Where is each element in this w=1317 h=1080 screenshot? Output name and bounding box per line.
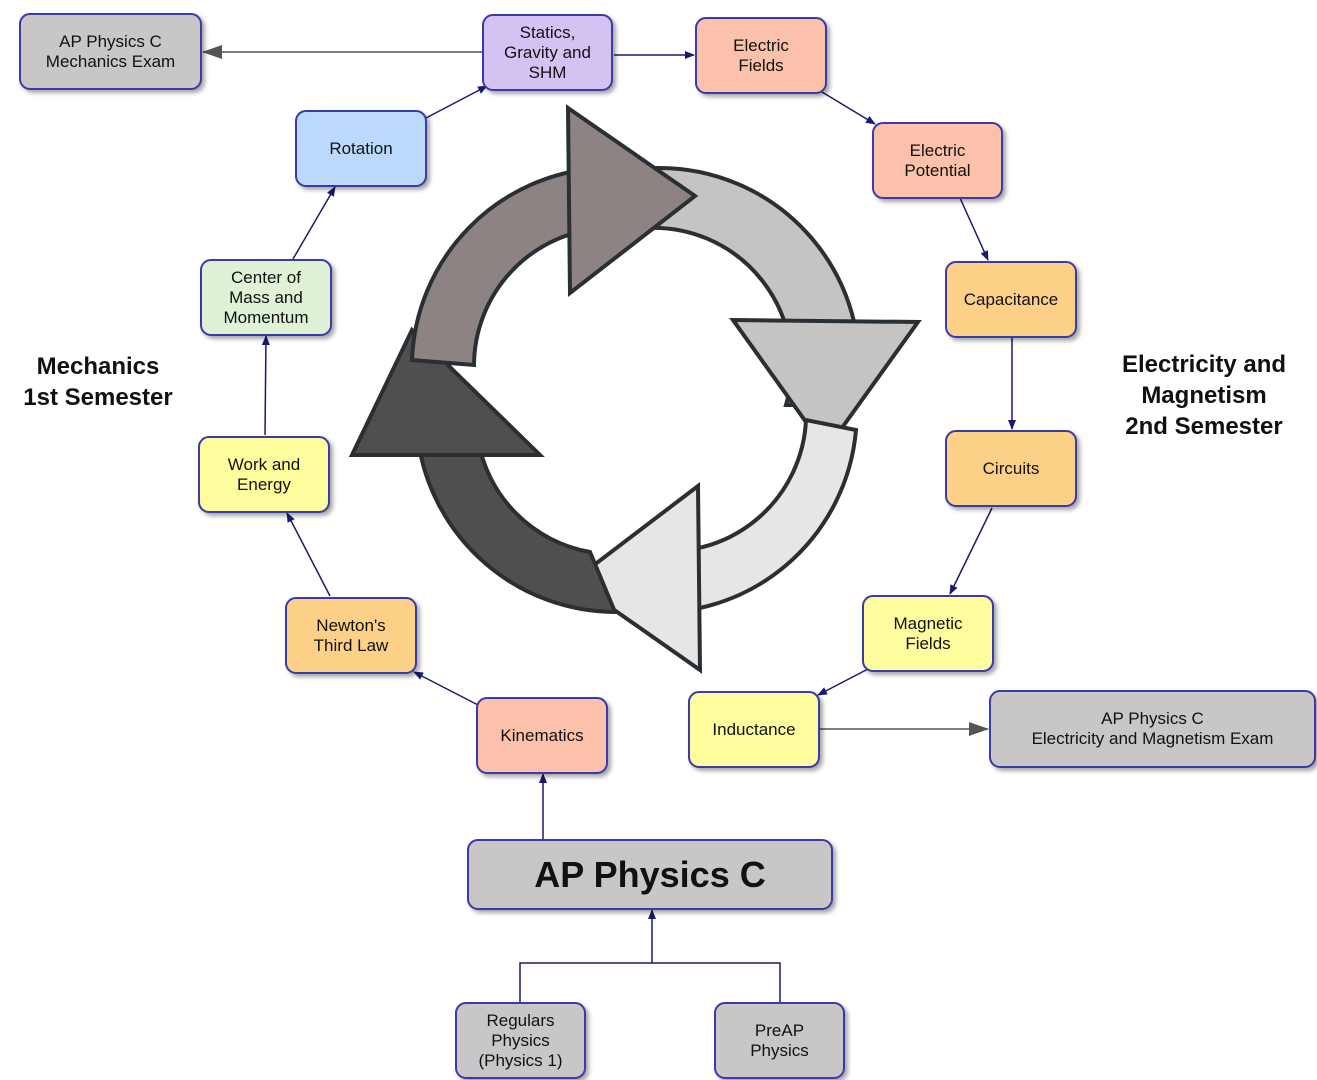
connector-rotation-to-statics	[425, 85, 488, 119]
node-capacitance[interactable]: Capacitance	[945, 261, 1077, 338]
cycle-arrow-left-head	[348, 326, 545, 457]
connector-epotential-to-capacitance	[959, 197, 989, 261]
connectors	[202, 45, 1016, 1002]
node-center-of-mass-momentum[interactable]: Center of Mass and Momentum	[200, 259, 332, 336]
node-work-and-energy[interactable]: Work and Energy	[198, 436, 330, 513]
connector-prereqs-to-apc	[519, 962, 781, 1002]
connector-newtons-to-work	[286, 512, 331, 597]
cycle-arrow-top-head	[565, 104, 699, 298]
node-magnetic-fields[interactable]: Magnetic Fields	[862, 595, 994, 672]
cycle-arrow-right-head	[729, 317, 922, 454]
connector-efields-to-epotential	[821, 91, 876, 125]
node-kinematics[interactable]: Kinematics	[476, 697, 608, 774]
connector-work-to-com	[261, 335, 270, 436]
cycle-arrow-bottom-head	[569, 482, 703, 674]
connector-magnetic-to-inductance	[817, 668, 869, 696]
node-mechanics-exam[interactable]: AP Physics C Mechanics Exam	[19, 13, 202, 90]
node-circuits[interactable]: Circuits	[945, 430, 1077, 507]
node-em-exam[interactable]: AP Physics C Electricity and Magnetism E…	[989, 690, 1316, 768]
node-electric-potential[interactable]: Electric Potential	[872, 122, 1003, 199]
connector-circuits-to-magnetic	[949, 507, 993, 595]
cycle-arrow-left	[415, 438, 619, 615]
node-rotation[interactable]: Rotation	[295, 110, 427, 187]
node-preap-physics[interactable]: PreAP Physics	[714, 1002, 845, 1079]
node-newtons-third-law[interactable]: Newton's Third Law	[285, 597, 417, 674]
node-statics-gravity-shm[interactable]: Statics, Gravity and SHM	[482, 14, 613, 91]
heading-mechanics-semester: Mechanics 1st Semester	[23, 353, 173, 411]
node-regulars-physics[interactable]: Regulars Physics (Physics 1)	[455, 1002, 586, 1079]
node-electric-fields[interactable]: Electric Fields	[695, 17, 827, 94]
connector-kinematics-to-newtons	[413, 671, 479, 706]
connector-com-to-rotation	[292, 186, 336, 260]
node-ap-physics-c[interactable]: AP Physics C	[467, 839, 833, 910]
heading-em-semester: Electricity and Magnetism 2nd Semester	[1121, 351, 1287, 440]
cycle-graphic	[348, 104, 922, 674]
node-inductance[interactable]: Inductance	[688, 691, 820, 768]
